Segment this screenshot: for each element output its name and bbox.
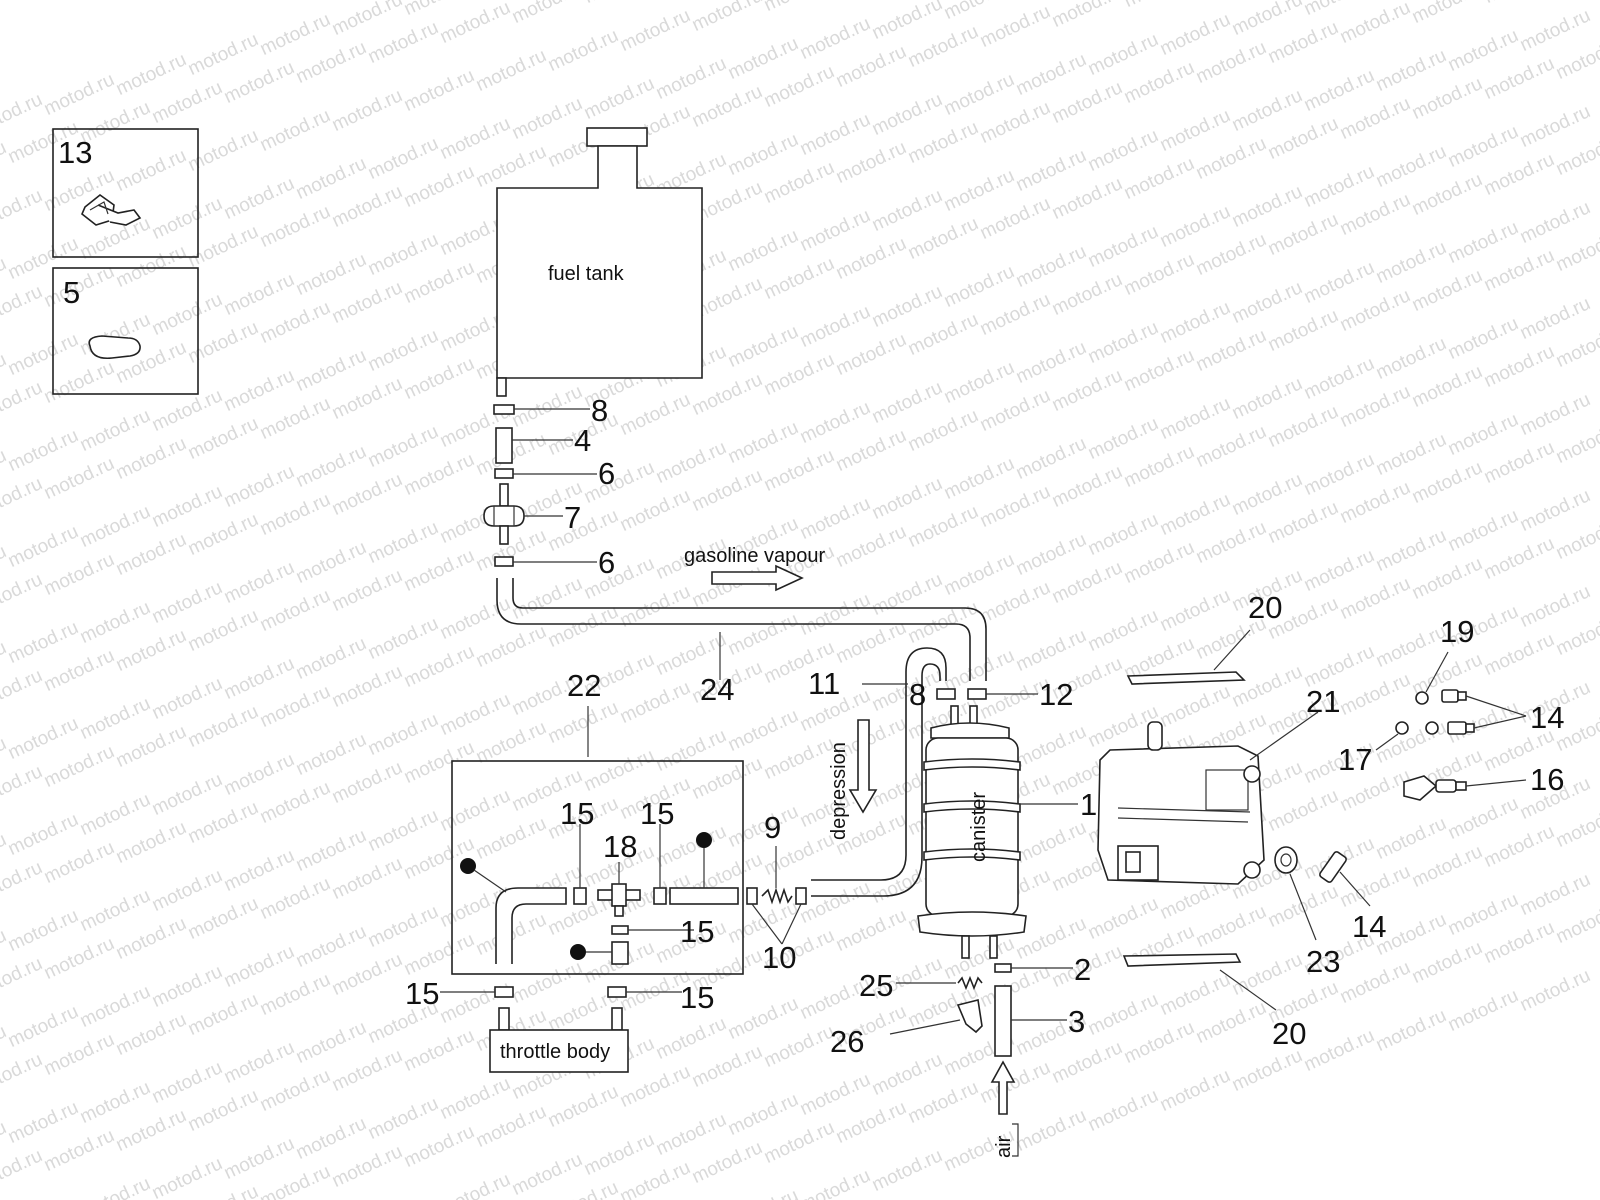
pad-20-top: [1126, 671, 1246, 685]
box-22: 22 15 18 15 15: [451, 668, 744, 975]
part-number-10: 10: [762, 940, 796, 975]
hose-segment: [669, 887, 739, 905]
part-number-3: 3: [1068, 1004, 1085, 1039]
connector-15c: [611, 925, 629, 935]
stub-hose: [611, 941, 629, 965]
part-number-22: 22: [567, 668, 601, 703]
cap-icon: [88, 335, 141, 360]
depression-flow-arrow: depression: [828, 719, 878, 840]
pad-20-bottom: [1122, 953, 1242, 967]
connector-15a: [573, 887, 587, 905]
vapour-flow-arrow: gasoline vapour: [684, 545, 826, 592]
part-number-9: 9: [764, 810, 781, 845]
check-valve-7: [483, 483, 525, 545]
inset-part-13: 13: [52, 128, 199, 258]
grommet-23: [1274, 846, 1298, 874]
valve-16: [1403, 775, 1467, 801]
tee-fitting-18: [597, 883, 641, 917]
fitting-26: [956, 999, 983, 1034]
connector-2: [994, 963, 1012, 973]
part-number-14-bottom: 14: [1352, 909, 1386, 944]
part-number-18: 18: [603, 829, 637, 864]
part-number-16: 16: [1530, 762, 1564, 797]
part-number-20-top: 20: [1248, 590, 1282, 625]
connector-10-left: [746, 887, 758, 905]
part-number-26: 26: [830, 1024, 864, 1059]
part-number-14-top: 14: [1530, 700, 1564, 735]
fuel-tank: fuel tank: [496, 127, 703, 397]
part-number-15-a: 15: [560, 796, 594, 831]
air-inlet-arrow: air: [990, 1060, 1019, 1158]
connector-15b: [653, 887, 667, 905]
bolt-14-bottom: [1319, 851, 1347, 883]
part-number-15-d: 15: [405, 976, 439, 1011]
canister-label: canister: [968, 792, 990, 862]
part-number-20-bottom: 20: [1272, 1016, 1306, 1051]
air-label: air: [993, 1135, 1015, 1158]
spring-25: [957, 975, 983, 991]
connector-12: [967, 688, 987, 700]
part-number-21: 21: [1306, 684, 1340, 719]
connector-10-right: [795, 887, 807, 905]
hose-24: 24: [496, 578, 987, 707]
throttle-body: throttle body: [489, 1007, 629, 1073]
canister-1: canister 1: [917, 705, 1097, 959]
gasoline-vapour-label: gasoline vapour: [684, 545, 826, 567]
hose-11: 11: [808, 647, 947, 897]
part-number-2: 2: [1074, 952, 1091, 987]
part-number-6-top: 6: [598, 456, 615, 491]
part-number-8-canister: 8: [909, 677, 926, 712]
part-number-7: 7: [564, 500, 581, 535]
part-number-6-bottom: 6: [598, 545, 615, 580]
part-number-17: 17: [1338, 742, 1372, 777]
connector-15e: [607, 986, 627, 998]
inset-part-5: 5: [52, 267, 199, 395]
part-number-19: 19: [1440, 614, 1474, 649]
depression-label: depression: [828, 742, 850, 840]
part-number-15-c: 15: [680, 914, 714, 949]
part-number-1: 1: [1080, 787, 1097, 822]
bolt-14-top: [1441, 689, 1467, 703]
part-number-15-e: 15: [680, 980, 714, 1015]
part-number-5: 5: [63, 275, 80, 310]
fuel-tank-label: fuel tank: [548, 263, 625, 285]
bolt-14-mid: [1395, 721, 1475, 735]
throttle-body-label: throttle body: [500, 1041, 610, 1063]
part-number-8-top: 8: [591, 393, 608, 428]
part-number-15-b: 15: [640, 796, 674, 831]
part-number-25: 25: [859, 968, 893, 1003]
part-number-13: 13: [58, 135, 92, 170]
clamp-icon: [81, 193, 142, 226]
part-number-4: 4: [574, 423, 591, 458]
connector-15d: [494, 986, 514, 998]
part-number-23: 23: [1306, 944, 1340, 979]
part-number-24: 24: [700, 672, 734, 707]
joint-9: [761, 846, 793, 905]
air-hose-3: [994, 985, 1012, 1057]
part-number-12: 12: [1039, 677, 1073, 712]
bracket-21: [1097, 721, 1265, 885]
vent-line-parts: 8 4 6 7 6: [483, 393, 615, 580]
part-number-11: 11: [808, 666, 840, 701]
connector-8: [936, 688, 956, 700]
washer-19: [1415, 691, 1429, 705]
